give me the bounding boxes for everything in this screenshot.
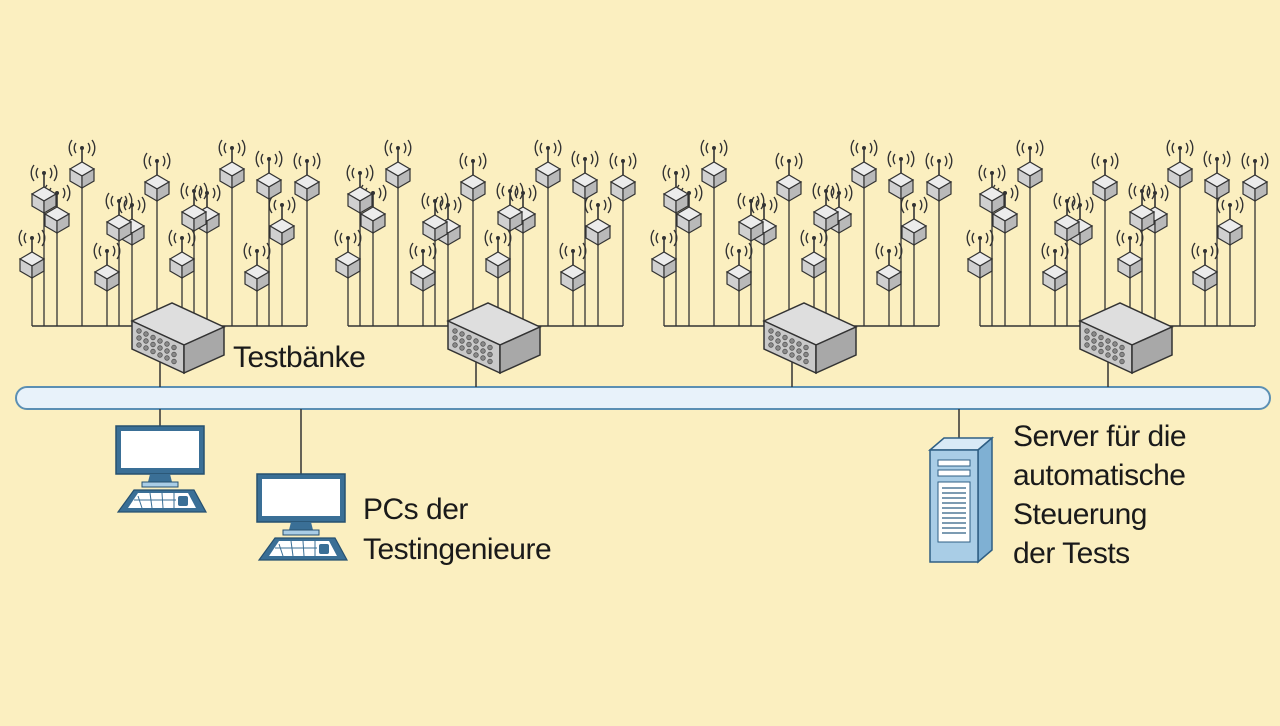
server-tower-icon (929, 437, 993, 563)
wireless-sensor-node-icon (30, 164, 58, 214)
wireless-sensor-node-icon (1203, 150, 1231, 200)
wireless-sensor-node-icon (978, 164, 1006, 214)
wireless-sensor-node-icon (584, 196, 612, 246)
wireless-sensor-node-icon (1016, 139, 1044, 189)
wireless-sensor-node-icon (850, 139, 878, 189)
wireless-sensor-node-icon (1091, 152, 1119, 202)
wireless-sensor-node-icon (1116, 229, 1144, 279)
server-label-line4: der Tests (1013, 537, 1130, 570)
wireless-sensor-node-icon (384, 139, 412, 189)
testbench-groups (18, 139, 1269, 387)
wireless-sensor-node-icon (180, 182, 208, 232)
wireless-sensor-node-icon (925, 152, 953, 202)
wireless-sensor-node-icon (559, 242, 587, 292)
network-bus (15, 386, 1271, 410)
wireless-sensor-node-icon (346, 164, 374, 214)
testbench-switch-icon (447, 302, 541, 374)
wireless-sensor-node-icon (496, 182, 524, 232)
wireless-sensor-node-icon (1191, 242, 1219, 292)
desktop-pc-icon (115, 425, 207, 513)
wireless-sensor-node-icon (459, 152, 487, 202)
testbench-group (18, 139, 321, 387)
testbench-switch-icon (763, 302, 857, 374)
desktop-pc-icon (256, 473, 348, 561)
wireless-sensor-node-icon (421, 192, 449, 242)
wireless-sensor-node-icon (737, 192, 765, 242)
wireless-sensor-node-icon (255, 150, 283, 200)
testbench-group (650, 139, 953, 387)
wireless-sensor-node-icon (900, 196, 928, 246)
wireless-sensor-node-icon (1128, 182, 1156, 232)
wireless-sensor-node-icon (293, 152, 321, 202)
wireless-sensor-node-icon (1241, 152, 1269, 202)
server-label-line2: automatische (1013, 459, 1186, 492)
wireless-sensor-node-icon (68, 139, 96, 189)
wireless-sensor-node-icon (875, 242, 903, 292)
testbench-group (966, 139, 1269, 387)
wireless-sensor-node-icon (966, 229, 994, 279)
wireless-sensor-node-icon (1216, 196, 1244, 246)
wireless-sensor-node-icon (609, 152, 637, 202)
wireless-sensor-node-icon (800, 229, 828, 279)
engineer-pcs-label-line2: Testingenieure (363, 533, 552, 566)
wireless-sensor-node-icon (650, 229, 678, 279)
wireless-sensor-node-icon (700, 139, 728, 189)
wireless-sensor-node-icon (243, 242, 271, 292)
testbench-switch-icon (131, 302, 225, 374)
wireless-sensor-node-icon (1041, 242, 1069, 292)
wireless-sensor-node-icon (887, 150, 915, 200)
wireless-sensor-node-icon (409, 242, 437, 292)
wireless-sensor-node-icon (571, 150, 599, 200)
testbench-switch-icon (1079, 302, 1173, 374)
wireless-sensor-node-icon (105, 192, 133, 242)
wireless-sensor-node-icon (662, 164, 690, 214)
wireless-sensor-node-icon (484, 229, 512, 279)
wireless-sensor-node-icon (218, 139, 246, 189)
testbenches-label: Testbänke (233, 341, 366, 374)
wireless-sensor-node-icon (1166, 139, 1194, 189)
wireless-sensor-node-icon (534, 139, 562, 189)
wireless-sensor-node-icon (1053, 192, 1081, 242)
server-label-line3: Steuerung (1013, 498, 1147, 531)
wireless-sensor-node-icon (168, 229, 196, 279)
wireless-sensor-node-icon (93, 242, 121, 292)
wireless-sensor-node-icon (812, 182, 840, 232)
wireless-sensor-node-icon (725, 242, 753, 292)
wireless-sensor-node-icon (143, 152, 171, 202)
wireless-sensor-node-icon (18, 229, 46, 279)
wireless-sensor-node-icon (334, 229, 362, 279)
engineer-pcs-label-line1: PCs der (363, 493, 468, 526)
server-label-line1: Server für die (1013, 420, 1187, 453)
wireless-sensor-node-icon (775, 152, 803, 202)
wireless-sensor-node-icon (268, 196, 296, 246)
testbench-group (334, 139, 637, 387)
